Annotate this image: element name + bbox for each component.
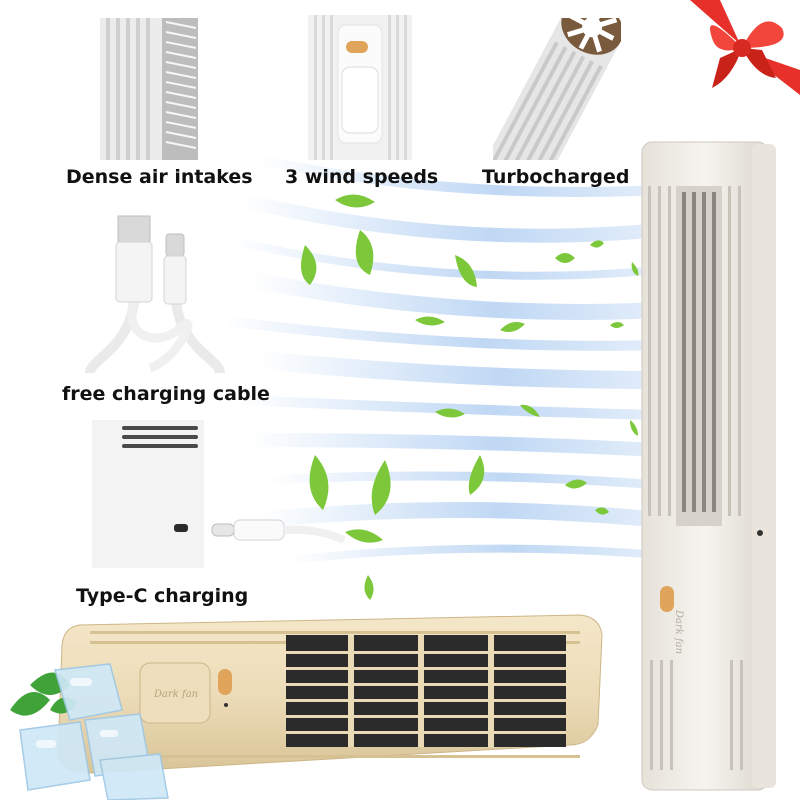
leaf-icon — [455, 255, 477, 287]
leaf-icon — [415, 316, 445, 326]
type-c-charging-image — [92, 420, 204, 568]
wind-speeds-image — [308, 15, 412, 160]
leaf-icon — [610, 322, 624, 328]
charging-cable-image — [80, 208, 230, 378]
leaf-icon — [435, 408, 465, 418]
dense-air-intakes-image — [100, 18, 198, 160]
ice-cubes-image — [10, 663, 169, 800]
leaf-icon — [500, 322, 525, 332]
leaf-icon — [364, 575, 374, 600]
feature-label-wind-speeds: 3 wind speeds — [285, 166, 439, 188]
leaf-icon — [335, 194, 375, 208]
leaf-icon — [355, 230, 374, 275]
feature-label-dense-air-intakes: Dense air intakes — [66, 166, 253, 188]
leaf-icon — [631, 262, 639, 276]
feature-label-type-c-charging: Type-C charging — [76, 585, 249, 607]
leaf-icon — [630, 420, 638, 436]
tower-logo-text: Dark fan — [673, 609, 684, 654]
type-c-plug-icon — [211, 519, 346, 544]
leaf-icon — [309, 455, 329, 510]
leaf-icon — [301, 245, 317, 285]
feature-label-free-charging-cable: free charging cable — [62, 383, 270, 405]
leaf-icon — [371, 460, 391, 515]
desk-fan-image: Dark fan — [57, 614, 603, 774]
desk-logo-text: Dark fan — [153, 689, 198, 700]
feature-label-turbocharged: Turbocharged — [482, 166, 630, 188]
leaf-icon — [520, 404, 540, 417]
leaf-icon — [590, 240, 604, 248]
ice-cube-icon — [19, 663, 169, 800]
tower-fan-image: Dark fan — [641, 141, 776, 791]
turbocharged-image — [493, 18, 621, 160]
leaf-icon — [468, 455, 485, 495]
leaf-icon — [595, 507, 609, 515]
leaf-icon — [555, 253, 575, 263]
leaf-icon — [345, 529, 383, 543]
leaf-icon — [565, 479, 587, 489]
bow-ribbon-icon — [690, 0, 800, 95]
